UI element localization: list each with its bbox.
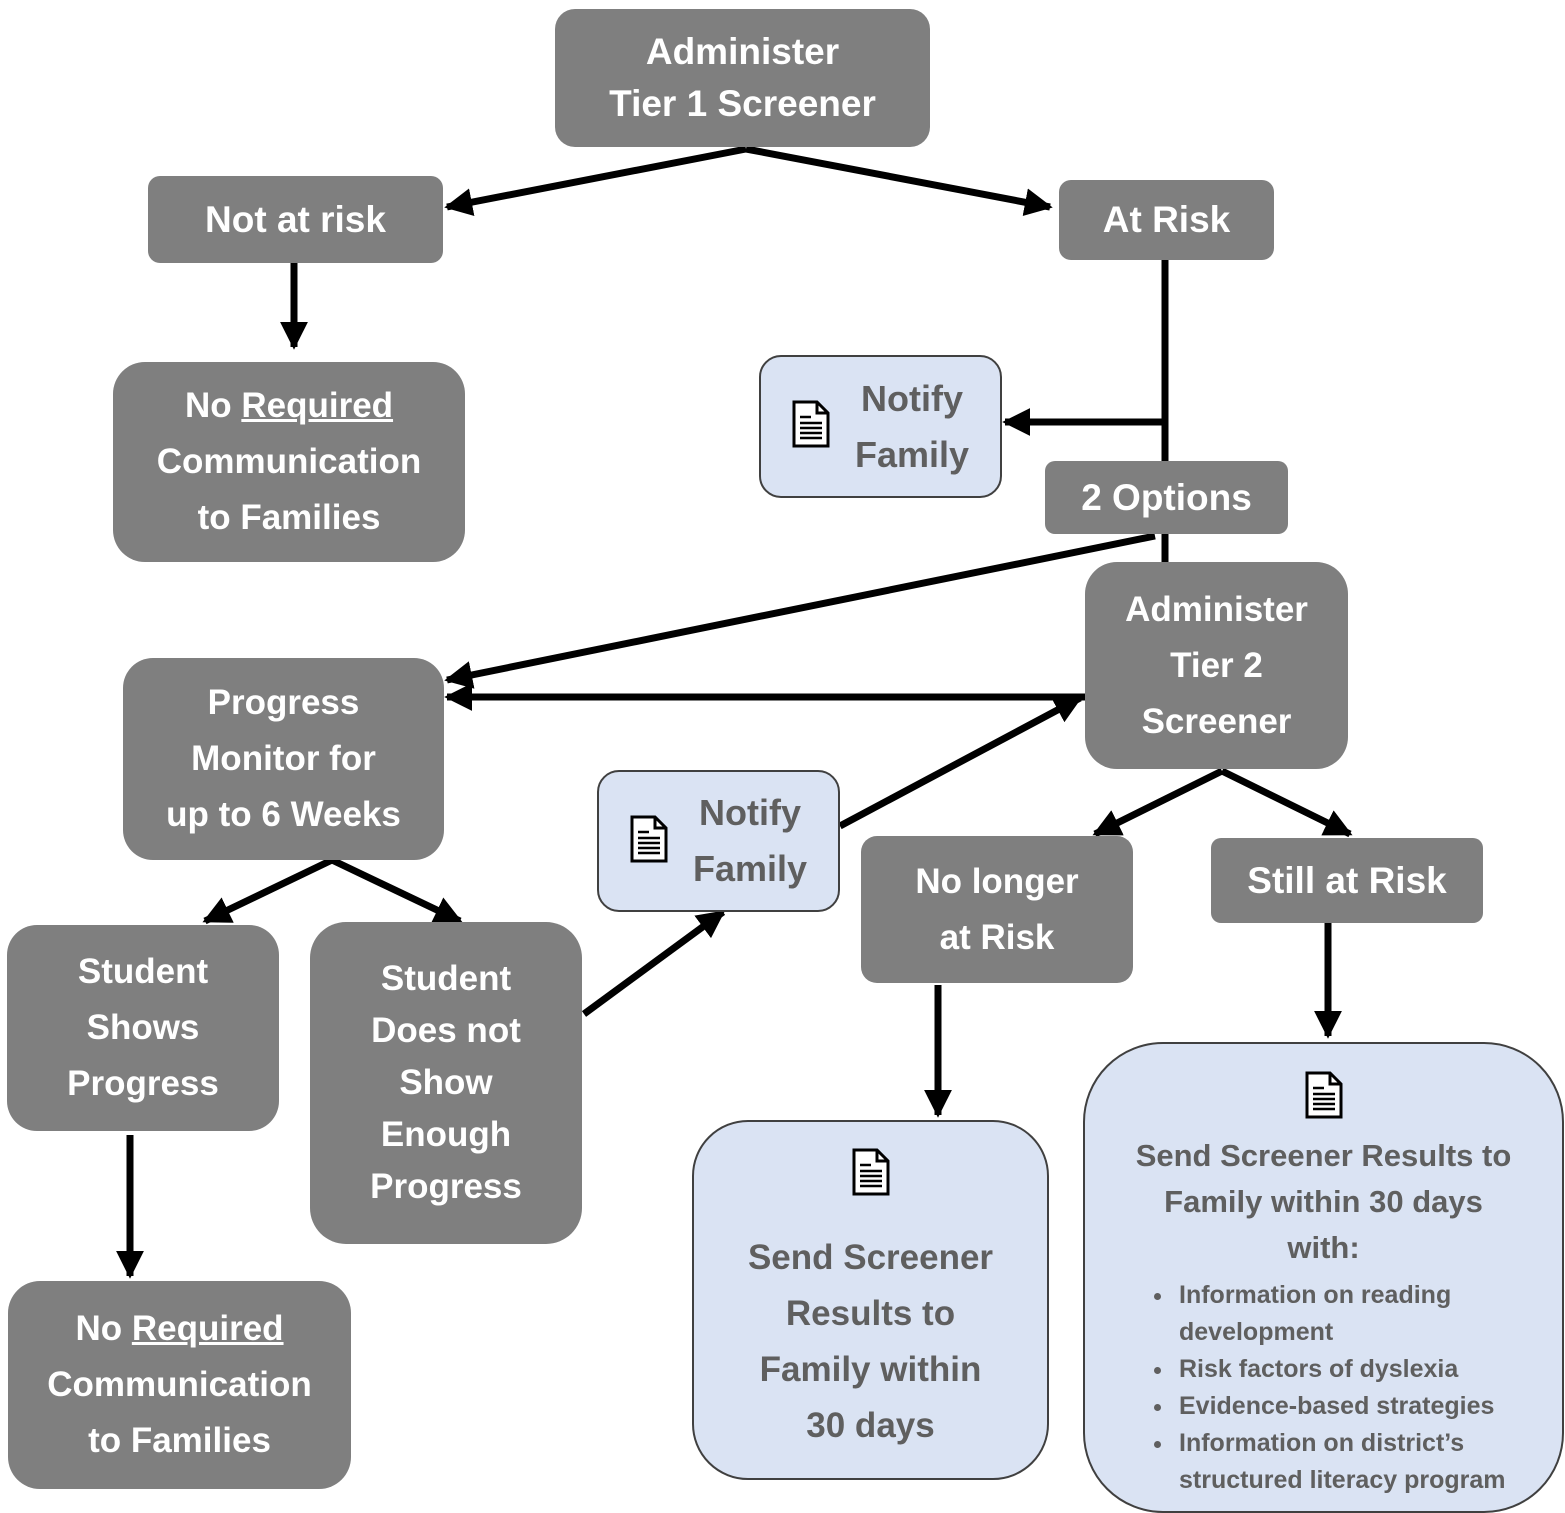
arrow-progress-to-not-enough <box>330 856 463 925</box>
progress-monitor-line3: up to 6 Weeks <box>166 795 401 834</box>
student-not-enough-line2: Does not <box>371 1011 521 1050</box>
administer-tier1-line2: Tier 1 Screener <box>609 83 876 124</box>
no-longer-line1: No longer <box>915 861 1079 901</box>
arrow-notify-to-tier2 <box>838 694 1083 830</box>
no-required-bottom-line3: to Families <box>88 1421 271 1460</box>
administer-tier2-line1: Administer <box>1125 589 1308 629</box>
send-results-long-box: Send Screener Results to Family within 3… <box>1083 1042 1564 1513</box>
no-required-top-prefix: No <box>184 386 232 425</box>
send-long-bullet: Information on district’s structured lit… <box>1175 1425 1519 1499</box>
send-long-heading-line3: with: <box>1287 1230 1360 1265</box>
progress-monitor-box: Progress Monitor for up to 6 Weeks <box>123 658 444 860</box>
arrow-tier2-to-still <box>1220 767 1353 838</box>
no-longer-at-risk-box: No longer at Risk <box>861 836 1133 983</box>
at-risk-box: At Risk <box>1059 180 1274 260</box>
administer-tier2-line3: Screener <box>1141 701 1292 741</box>
send-long-bullet-list: Information on reading development Risk … <box>1085 1277 1562 1499</box>
student-shows-line3: Progress <box>67 1064 219 1103</box>
student-shows-progress-box: Student Shows Progress <box>7 925 279 1131</box>
notify-middle-line1: Notify <box>699 792 802 833</box>
no-required-communication-top-box: No Required Communication to Families <box>113 362 465 562</box>
no-longer-line2: at Risk <box>939 917 1055 957</box>
no-required-top-underlined: Required <box>241 386 394 425</box>
arrow-options-to-progress <box>444 532 1156 689</box>
not-at-risk-label: Not at risk <box>205 198 386 240</box>
send-short-line1: Send Screener <box>747 1237 994 1277</box>
no-required-communication-bottom-box: No Required Communication to Families <box>8 1281 351 1489</box>
no-required-bottom-line2: Communication <box>47 1365 312 1404</box>
progress-monitor-line2: Monitor for <box>191 739 376 778</box>
administer-tier2-box: Administer Tier 2 Screener <box>1085 562 1348 769</box>
no-required-bottom-prefix: No <box>75 1309 123 1348</box>
no-required-top-line3: to Families <box>197 498 381 537</box>
administer-tier1-box: Administer Tier 1 Screener <box>555 9 930 147</box>
send-short-line2: Results to <box>785 1293 956 1333</box>
arrow-tier1-to-not-at-risk <box>444 145 747 216</box>
still-at-risk-label: Still at Risk <box>1247 859 1447 901</box>
notify-family-middle-box: Notify Family <box>597 770 840 912</box>
student-shows-line2: Shows <box>86 1008 200 1047</box>
send-long-bullet: Information on reading development <box>1175 1277 1479 1351</box>
arrow-tier2-to-no-longer <box>1092 767 1224 838</box>
progress-monitor-line1: Progress <box>207 683 360 722</box>
two-options-label: 2 Options <box>1081 476 1252 518</box>
send-short-line4: 30 days <box>806 1405 935 1445</box>
arrow-progress-to-shows <box>202 856 334 925</box>
no-required-bottom-underlined: Required <box>131 1309 284 1348</box>
at-risk-label: At Risk <box>1102 199 1231 240</box>
send-long-heading-line2: Family within 30 days <box>1164 1184 1483 1219</box>
document-icon <box>1304 1070 1344 1125</box>
document-icon <box>629 814 669 869</box>
administer-tier1-line1: Administer <box>645 31 840 72</box>
student-not-enough-line4: Enough <box>380 1115 512 1154</box>
student-not-enough-line3: Show <box>399 1063 493 1102</box>
notify-top-line1: Notify <box>861 377 964 419</box>
not-at-risk-box: Not at risk <box>148 176 443 263</box>
no-required-top-line1: No Required <box>185 378 393 434</box>
send-long-heading-line1: Send Screener Results to <box>1135 1138 1512 1173</box>
send-short-line3: Family within <box>759 1349 982 1389</box>
document-icon <box>791 399 831 454</box>
notify-middle-line2: Family <box>693 848 808 889</box>
arrow-not-enough-to-notify <box>581 909 726 1017</box>
notify-family-top-box: Notify Family <box>759 355 1002 498</box>
send-long-bullet: Evidence-based strategies <box>1175 1388 1562 1425</box>
arrow-tier1-to-at-risk <box>745 145 1053 217</box>
send-long-bullet: Risk factors of dyslexia <box>1175 1351 1562 1388</box>
no-required-top-line2: Communication <box>156 442 422 481</box>
still-at-risk-box: Still at Risk <box>1211 838 1483 923</box>
send-results-short-box: Send Screener Results to Family within 3… <box>692 1120 1049 1480</box>
student-shows-line1: Student <box>77 952 209 991</box>
document-icon <box>851 1147 891 1214</box>
two-options-box: 2 Options <box>1045 461 1288 534</box>
administer-tier2-line2: Tier 2 <box>1170 645 1263 685</box>
no-required-bottom-line1: No Required <box>75 1301 283 1357</box>
student-not-enough-progress-box: Student Does not Show Enough Progress <box>310 922 582 1244</box>
student-not-enough-line5: Progress <box>370 1167 522 1206</box>
notify-top-line2: Family <box>855 433 970 475</box>
student-not-enough-line1: Student <box>380 959 512 998</box>
